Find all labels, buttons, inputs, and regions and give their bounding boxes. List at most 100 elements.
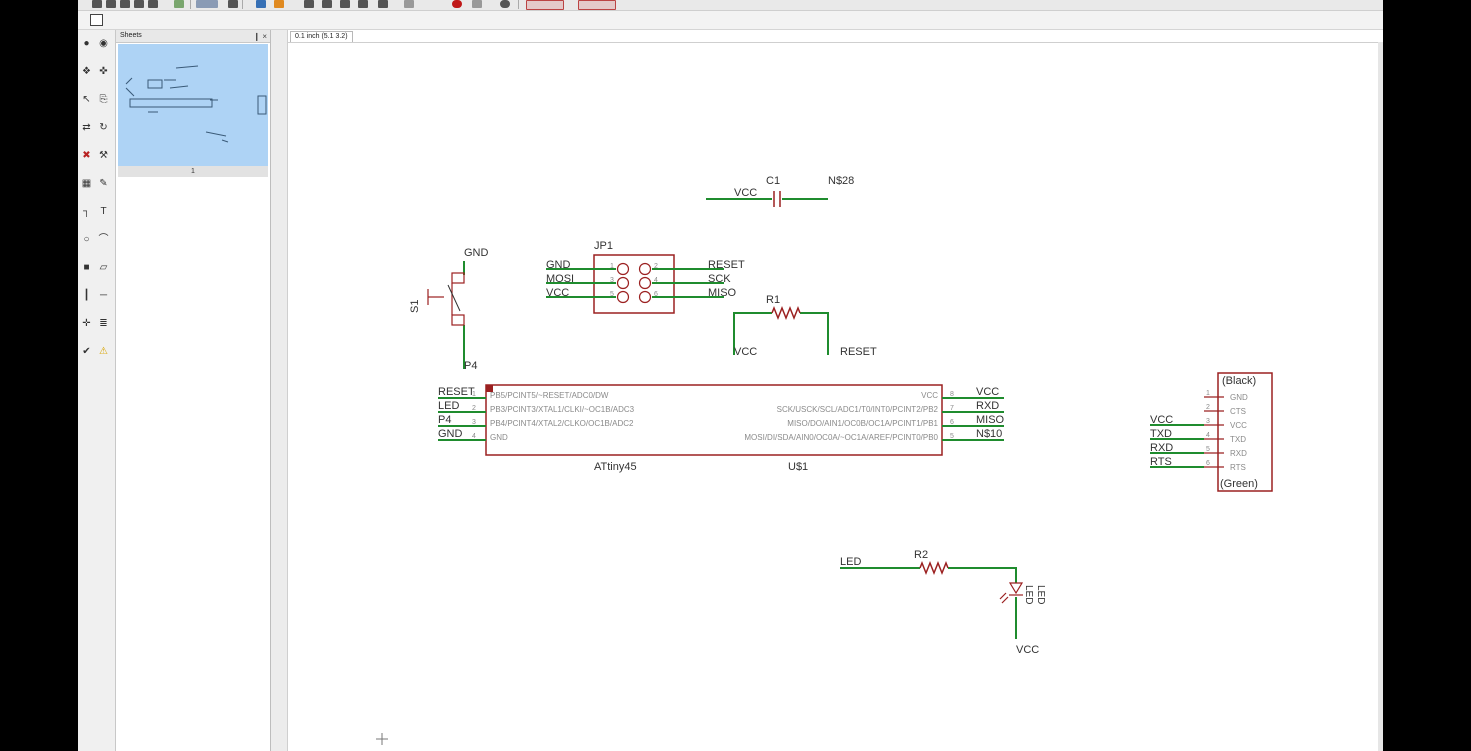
r1-name: R1 — [766, 294, 780, 306]
print-icon[interactable] — [120, 0, 130, 8]
layers-icon[interactable]: ❖ — [82, 66, 91, 77]
u1-right-pin-number: 8 — [950, 391, 954, 398]
c1-right-net: N$28 — [828, 175, 854, 187]
open-icon[interactable] — [92, 0, 102, 8]
script-icon[interactable] — [196, 0, 218, 8]
panel-splitter[interactable] — [271, 30, 288, 751]
eye-icon[interactable]: ◉ — [99, 38, 108, 49]
window-icon[interactable] — [274, 0, 284, 8]
stop-icon[interactable] — [452, 0, 462, 8]
sheets-panel-header: Sheets ❙ × — [116, 30, 270, 43]
vertical-scrollbar[interactable] — [1378, 42, 1383, 751]
move-icon[interactable]: ✜ — [99, 66, 108, 77]
s1-bottom-net: P4 — [464, 360, 477, 372]
capacitor-c1[interactable]: C1 VCC N$28 — [706, 175, 854, 207]
zoom-fit-icon[interactable] — [340, 0, 350, 8]
s1-top-net: GND — [464, 247, 489, 259]
zoom-select-icon[interactable] — [358, 0, 368, 8]
ftdi-pin-number: 5 — [1206, 446, 1210, 453]
ftdi-header[interactable]: (Black)(Green)GND1CTS2VCC3TXD4RXD5RTS6VC… — [1150, 372, 1273, 492]
u1-left-pin: PB4/PCINT4/XTAL2/CLKO/OC1B/ADC2 — [490, 419, 634, 428]
u1-left-pin-number: 4 — [472, 433, 476, 440]
r1-left-net: VCC — [734, 346, 757, 358]
zoom-in-icon[interactable] — [304, 0, 314, 8]
warning-icon[interactable]: ⚠ — [99, 346, 108, 357]
bus-icon[interactable]: ┃ — [83, 290, 90, 301]
jp1-left-net: GND — [546, 259, 571, 271]
jp1-name: JP1 — [594, 240, 613, 252]
u1-right-pin-number: 6 — [950, 419, 954, 426]
circle-icon[interactable]: ○ — [83, 234, 90, 245]
r2-name: R2 — [914, 549, 928, 561]
u1-left-net: GND — [438, 428, 463, 440]
rotate-icon[interactable]: ↻ — [99, 122, 108, 133]
label-icon[interactable]: ≣ — [99, 318, 108, 329]
schematic-canvas[interactable]: C1 VCC N$28 GND P4 S1 — [288, 42, 1383, 751]
ftdi-top-label: (Black) — [1222, 375, 1256, 387]
sheet-icon[interactable] — [256, 0, 266, 8]
board-icon[interactable] — [148, 0, 158, 8]
arc-icon[interactable]: ⌒ — [98, 234, 109, 245]
u1-left-pin-number: 1 — [472, 391, 476, 398]
ftdi-pin-number: 4 — [1206, 432, 1210, 439]
jp1-left-pin-number: 3 — [610, 277, 614, 284]
run-icon[interactable] — [228, 0, 238, 8]
resistor-r2[interactable]: R2 LED — [840, 549, 1017, 583]
polygon-icon[interactable]: ▱ — [99, 262, 108, 273]
undo-icon[interactable] — [404, 0, 414, 8]
ftdi-pin: RTS — [1230, 463, 1246, 472]
rect-icon[interactable]: ■ — [83, 262, 90, 273]
group-icon[interactable]: ▦ — [81, 178, 92, 189]
delete-icon[interactable]: ✖ — [82, 150, 91, 161]
wrench-icon[interactable]: ⚒ — [99, 150, 108, 161]
layer-select-icon[interactable] — [174, 0, 184, 8]
led[interactable]: LED LED VCC — [999, 582, 1046, 656]
redraw-icon[interactable] — [378, 0, 388, 8]
select-icon[interactable]: ↖ — [82, 94, 91, 105]
junction-icon[interactable]: ✛ — [82, 318, 91, 329]
ftdi-left-net: VCC — [1150, 414, 1173, 426]
jp1-left-pin-number: 5 — [610, 291, 614, 298]
erc-icon[interactable]: ✔ — [82, 346, 91, 357]
panel-controls-icon[interactable]: ❙ × — [253, 32, 267, 41]
ftdi-bottom-label: (Green) — [1220, 478, 1258, 490]
go-icon[interactable] — [472, 0, 482, 8]
ftdi-left-net: RXD — [1150, 442, 1173, 454]
ftdi-pin-number: 1 — [1206, 390, 1210, 397]
design-link-icon[interactable] — [526, 0, 564, 10]
u1-right-net: N$10 — [976, 428, 1002, 440]
led-bottom-net: VCC — [1016, 644, 1039, 656]
led-part: LED — [1035, 585, 1046, 604]
cam-icon[interactable] — [134, 0, 144, 8]
u1-left-pin: PB3/PCINT3/XTAL1/CLKI/~OC1B/ADC3 — [490, 405, 635, 414]
resistor-r1[interactable]: R1 VCC RESET — [733, 294, 877, 358]
mirror-icon[interactable]: ⇄ — [82, 122, 91, 133]
text-icon[interactable]: T — [100, 206, 107, 217]
wire-icon[interactable]: ┐ — [82, 206, 91, 217]
net-icon[interactable]: ─ — [99, 290, 108, 301]
help-icon[interactable] — [500, 0, 510, 8]
jp1-left-pin-number: 1 — [610, 263, 614, 270]
switch-s1[interactable]: GND P4 S1 — [409, 247, 489, 372]
u1-right-net: VCC — [976, 386, 999, 398]
library-link-icon[interactable] — [578, 0, 616, 10]
ftdi-pin: GND — [1230, 393, 1248, 402]
schematic-drawing[interactable]: C1 VCC N$28 GND P4 S1 — [288, 43, 1383, 751]
sheets-panel-title: Sheets — [120, 32, 142, 39]
u1-left-net: P4 — [438, 414, 451, 426]
zoom-out-icon[interactable] — [322, 0, 332, 8]
c1-left-net: VCC — [734, 187, 757, 199]
sheet-number[interactable]: 1 — [118, 166, 268, 177]
sheet-thumbnail[interactable] — [118, 44, 268, 166]
jp1-right-pin-number: 6 — [654, 291, 658, 298]
u1-left-pin: GND — [490, 433, 508, 442]
info-icon[interactable]: ● — [83, 38, 90, 49]
u1-left-pin: PB5/PCINT5/~RESET/ADC0/DW — [490, 391, 609, 400]
save-icon[interactable] — [106, 0, 116, 8]
copy-icon[interactable]: ⎘ — [99, 94, 108, 105]
u1-right-pin: MOSI/DI/SDA/AIN0/OC0A/~OC1A/AREF/PCINT0/… — [744, 433, 938, 442]
grid-menu-icon[interactable] — [90, 14, 103, 26]
pen-icon[interactable]: ✎ — [99, 178, 108, 189]
